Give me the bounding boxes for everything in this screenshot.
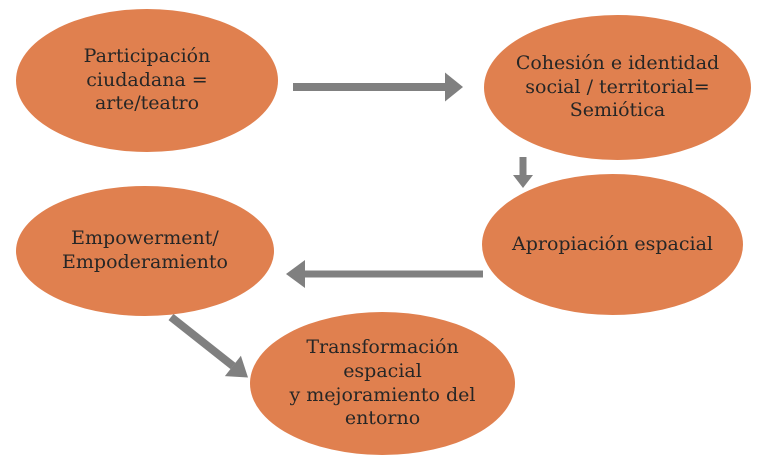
node-apropiacion-label: Apropiación espacial: [511, 232, 713, 255]
node-empowerment: Empowerment/ Empoderamiento: [16, 186, 274, 316]
node-participacion: Participación ciudadana = arte/teatro: [16, 9, 278, 152]
arrow-participacion-to-cohesion: [293, 72, 463, 102]
node-transformacion-label: Transformación espacial y mejoramiento d…: [289, 336, 476, 430]
arrow-empowerment-to-transformacion: [168, 313, 248, 378]
node-participacion-label: Participación ciudadana = arte/teatro: [83, 45, 211, 115]
node-cohesion: Cohesión e identidad social / territoria…: [484, 15, 751, 160]
arrow-apropiacion-to-empowerment: [286, 260, 483, 288]
node-cohesion-label: Cohesión e identidad social / territoria…: [515, 52, 720, 122]
node-transformacion: Transformación espacial y mejoramiento d…: [250, 312, 515, 455]
arrow-cohesion-to-apropiacion: [513, 157, 533, 188]
node-apropiacion: Apropiación espacial: [482, 174, 743, 315]
node-empowerment-label: Empowerment/ Empoderamiento: [62, 227, 228, 273]
